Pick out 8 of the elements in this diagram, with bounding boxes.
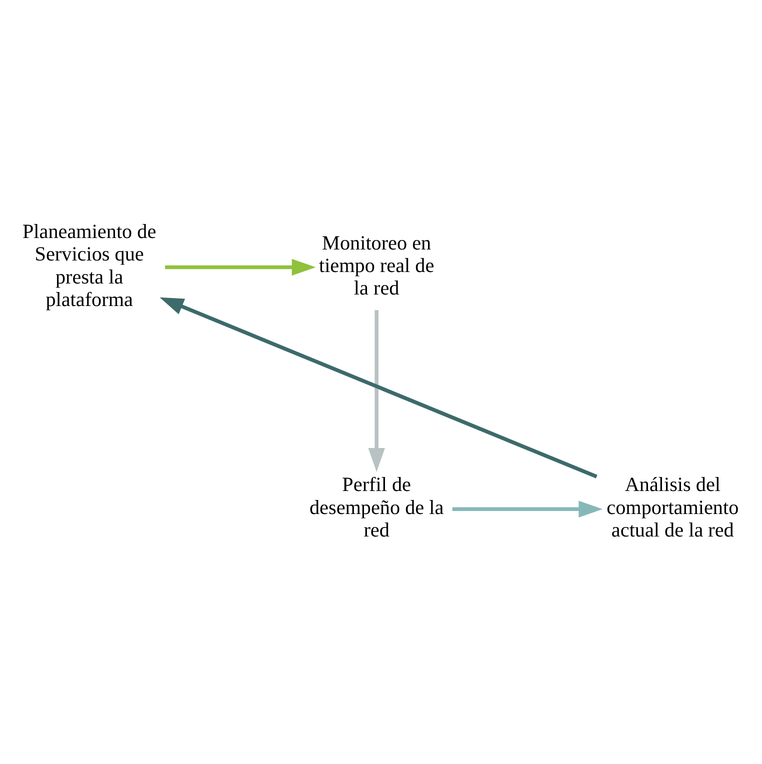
arrow <box>368 310 385 472</box>
node-text: Monitoreo en tiempo real de la red <box>318 232 434 300</box>
node-text: Perfil de desempeño de la red <box>309 474 444 542</box>
node-text: Planeamiento de Servicios que presta la plataforma <box>22 220 156 311</box>
arrow <box>452 500 603 518</box>
node-text: Análisis del comportamiento actual de la red <box>606 474 739 542</box>
arrow <box>165 258 316 276</box>
arrow <box>160 296 598 478</box>
